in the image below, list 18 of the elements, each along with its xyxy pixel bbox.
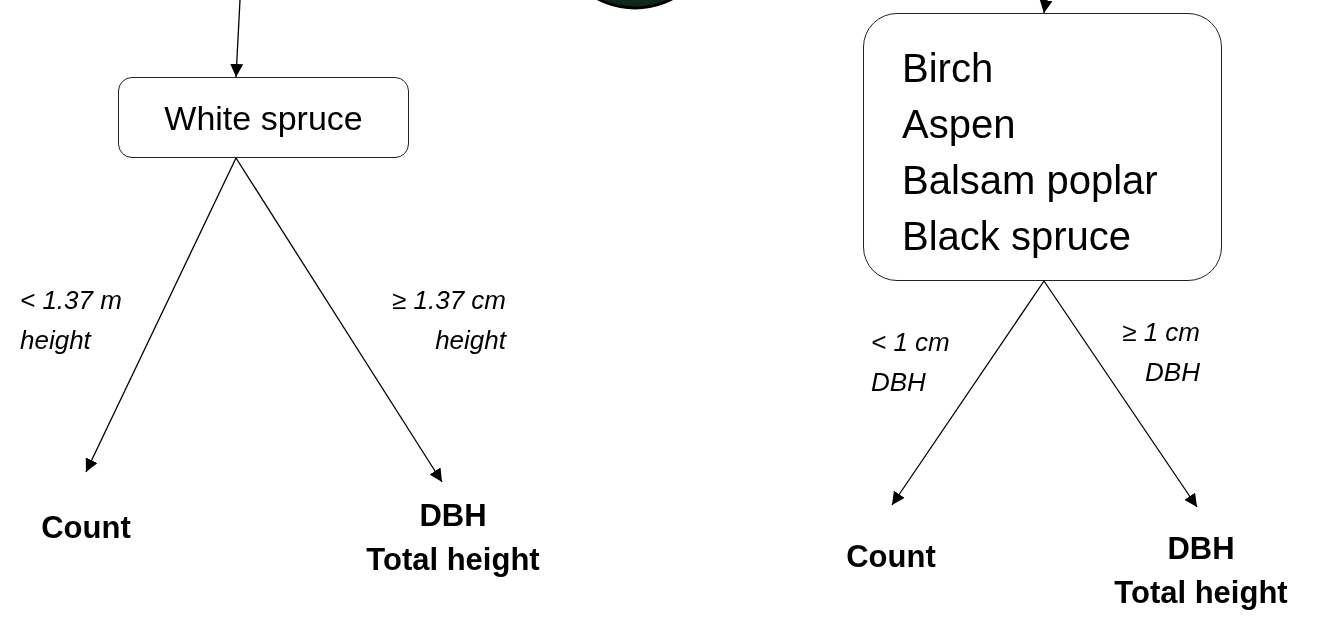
species-box: White spruce: [118, 77, 409, 158]
measurement-label: Total height: [366, 541, 540, 579]
arrow: [1043, 280, 1198, 508]
arrow: [85, 157, 237, 473]
measurement-label: DBH: [1167, 530, 1235, 568]
measurement-label: Total height: [1114, 574, 1288, 612]
measurement-label: Count: [846, 538, 936, 576]
arrow: [1039, 0, 1053, 14]
arrow: [235, 157, 443, 483]
edge-label: ≥ 1.37 cm height: [391, 284, 506, 357]
edge-label: < 1.37 m height: [20, 284, 123, 357]
arrow: [891, 280, 1045, 506]
measurement-label: Count: [41, 509, 131, 547]
species-box: Birch Aspen Balsam poplar Black spruce: [863, 13, 1222, 281]
edge-label: < 1 cm DBH: [871, 326, 951, 399]
measurement-label: DBH: [419, 497, 487, 535]
arrow: [230, 0, 244, 78]
edge-label: ≥ 1 cm DBH: [1121, 316, 1200, 389]
